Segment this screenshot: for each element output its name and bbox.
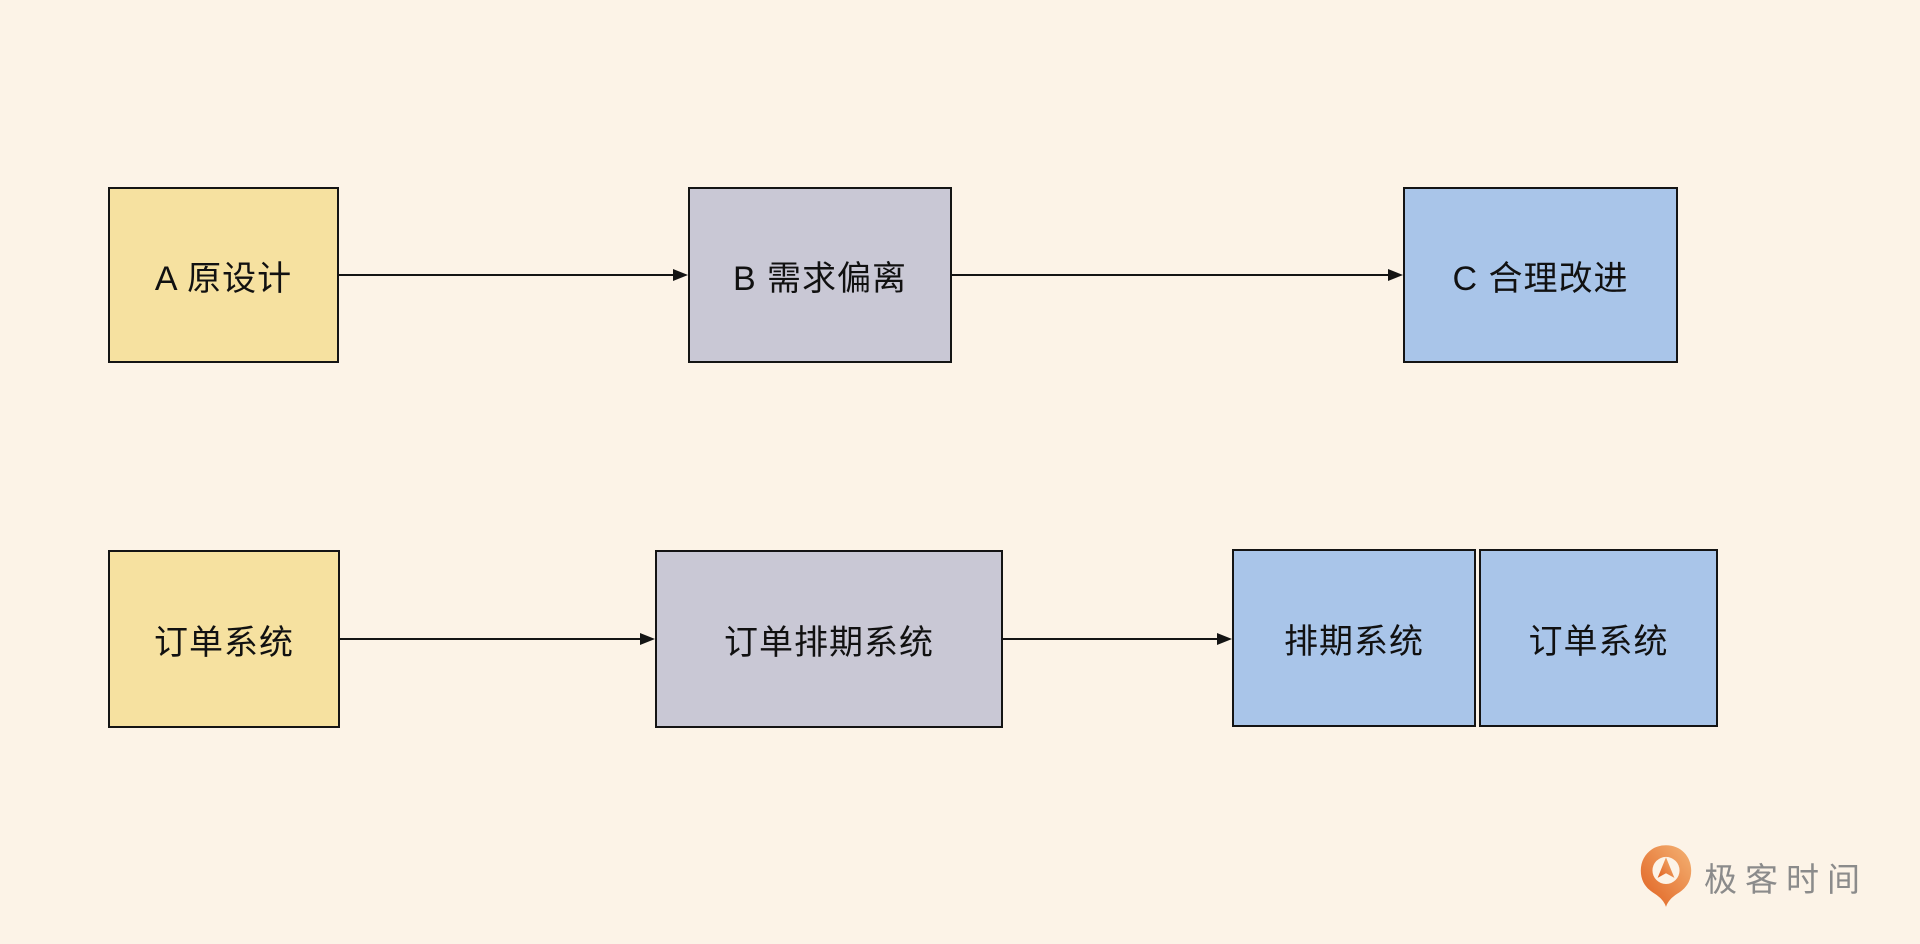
node-order-2-label: 订单系统 [1528, 622, 1669, 661]
node-scheduling-system: 排期系统 [1232, 549, 1476, 727]
node-order-scheduling-system: 订单排期系统 [655, 550, 1003, 728]
node-a-label: A 原设计 [154, 259, 293, 298]
node-a-original-design: A 原设计 [108, 187, 339, 363]
arrow-line [1003, 638, 1221, 640]
brand-name: 极客时间 [1704, 861, 1868, 898]
geektime-logo-icon [1640, 845, 1692, 907]
arrowhead-icon [1388, 269, 1403, 281]
arrow-order-to-orderschedule [340, 631, 655, 647]
node-c-reasonable-improvement: C 合理改进 [1403, 187, 1678, 363]
arrow-b-to-c [952, 267, 1403, 283]
arrow-line [952, 274, 1392, 276]
node-b-label: B 需求偏离 [732, 259, 908, 298]
node-order-system-2: 订单系统 [1479, 549, 1718, 727]
node-order-schedule-label: 订单排期系统 [724, 623, 934, 662]
arrow-a-to-b [339, 267, 688, 283]
arrowhead-icon [1217, 633, 1232, 645]
node-schedule-label: 排期系统 [1284, 622, 1424, 661]
node-order-system: 订单系统 [108, 550, 340, 728]
node-b-requirement-deviation: B 需求偏离 [688, 187, 952, 363]
node-c-label: C 合理改进 [1452, 259, 1629, 298]
arrow-orderschedule-to-split [1003, 631, 1232, 647]
arrowhead-icon [673, 269, 688, 281]
arrow-line [339, 274, 677, 276]
geektime-watermark: 极客时间 [1638, 843, 1868, 911]
arrow-line [340, 638, 644, 640]
node-order-label: 订单系统 [154, 623, 294, 662]
arrowhead-icon [640, 633, 655, 645]
